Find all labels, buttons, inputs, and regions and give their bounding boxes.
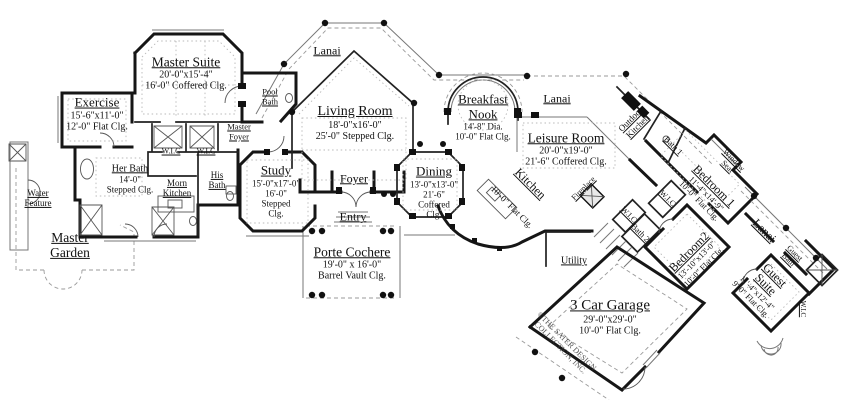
room-label-master-garden: Master Garden (50, 229, 90, 260)
room-label-lanai-right: Lanai (543, 91, 571, 106)
room-label-foyer: Foyer (340, 171, 368, 186)
columns (280, 19, 820, 382)
room-label-living-room: Living Room 18'-0"x16'-0" 25'-0" Stepped… (315, 103, 395, 142)
room-label-study: Study 15'-0"x17'-0" 16'-0" Stepped Clg. (251, 162, 301, 219)
room-label-entry: Entry (339, 209, 367, 224)
room-label-water-feature: Water Feature (24, 187, 52, 208)
room-label-wic-master-1: W.I.C (161, 146, 181, 156)
room-label-master-suite: Master Suite 20'-0"x15'-4" 16'-0" Coffer… (145, 54, 227, 92)
fixtures (79, 93, 670, 251)
room-label-morn-kitchen: Morn Kitchen (162, 177, 192, 198)
walls-garage-wing (515, 202, 732, 400)
master-garden-outline (8, 141, 135, 290)
wall-jambs (238, 83, 539, 219)
room-label-dining: Dining 13'-0"x13'-0" 21'-6" Coffered Clg… (409, 163, 459, 220)
room-label-lanai-top: Lanai (313, 43, 341, 58)
room-label-his-bath: His Bath (208, 169, 226, 190)
door-arcs (99, 85, 758, 390)
room-label-garage: 3 Car Garage 29'-0"x29'-0" 10'-0" Flat C… (570, 297, 650, 337)
room-label-master-foyer: Master Foyer (227, 121, 251, 141)
room-label-porte-cochere: Porte Cochere 19'-0" x 16'-0" Barrel Vau… (313, 244, 391, 282)
room-label-breakfast-nook: Breakfast Nook 14'-8" Dia. 10'-0" Flat C… (455, 91, 511, 142)
room-label-utility: Utility (560, 255, 588, 267)
room-label-exercise: Exercise 15'-6"x11'-0" 12'-0" Flat Clg. (66, 94, 128, 133)
ceiling-grids (67, 40, 800, 321)
room-label-leisure-room: Leisure Room 20'-0"x19'-0" 21'-6" Coffer… (525, 130, 607, 168)
room-label-wic-master-2: W.I.C (196, 146, 216, 156)
room-label-pool-bath: Pool Bath (261, 86, 279, 106)
walls-kitchen-leisure (436, 116, 659, 249)
walls-guest-wing (730, 186, 839, 356)
room-label-her-bath: Her Bath 14'-0" Stepped Clg. (106, 163, 154, 195)
room-label-wic-guest: W.I.C (798, 300, 807, 318)
